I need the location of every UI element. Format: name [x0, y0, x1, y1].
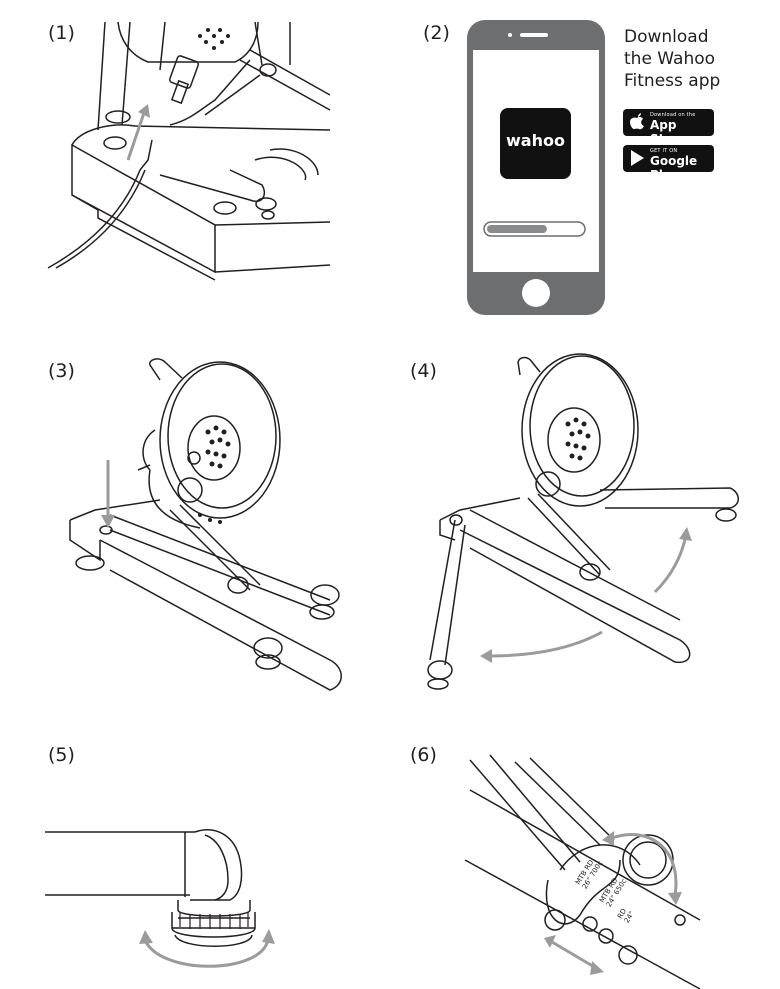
app-store-big: App Store	[650, 118, 687, 146]
play-icon	[631, 150, 644, 166]
google-play-big: Google Play	[650, 154, 698, 182]
step-4-label: (4)	[410, 360, 437, 382]
app-store-badge[interactable]: Download on the App Store	[623, 109, 714, 146]
google-play-badge[interactable]: GET IT ON Google Play	[623, 145, 714, 182]
step-6-label: (6)	[410, 744, 437, 766]
wahoo-logo: wahoo	[506, 131, 565, 150]
google-play-small: GET IT ON	[650, 148, 678, 154]
step-3-label: (3)	[48, 360, 75, 382]
step-5-label: (5)	[48, 744, 75, 766]
apple-icon	[630, 113, 644, 130]
download-text: Download the Wahoo Fitness app	[624, 27, 721, 91]
app-store-small: Download on the	[650, 112, 696, 118]
step-1-label: (1)	[48, 22, 75, 44]
step-2-label: (2)	[423, 22, 450, 44]
